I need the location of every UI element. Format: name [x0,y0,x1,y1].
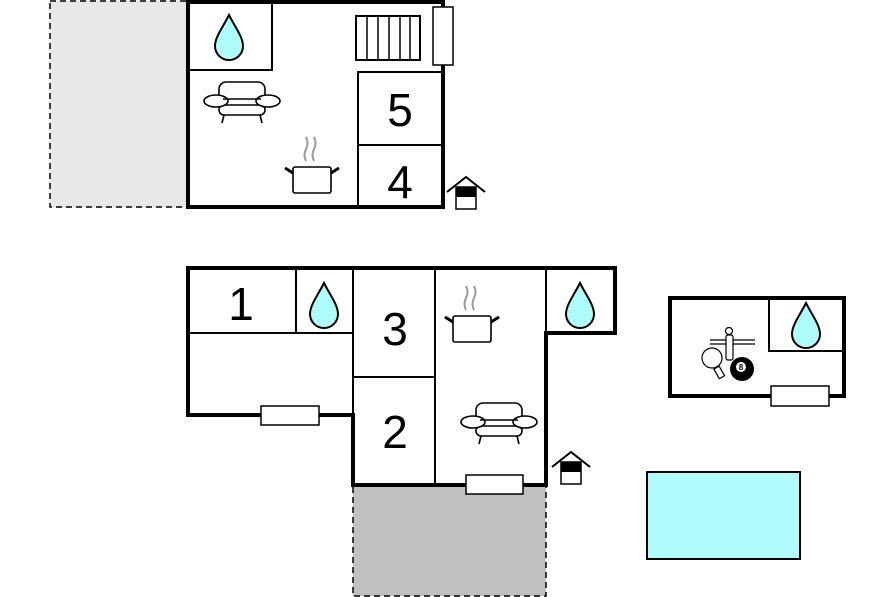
window-icon [465,474,524,495]
entrance-icon [446,176,486,210]
entrance-icon [551,451,591,485]
window-icon [770,385,830,407]
table-football-icon [710,326,755,361]
room-label-5: 5 [387,84,413,136]
swimming-pool [646,471,801,560]
room-label-3: 3 [382,303,408,355]
window-icon [432,6,454,66]
bathroom-top [187,1,273,71]
terrace-bottom [352,484,547,597]
billiard-ball-icon: 8 [730,357,754,381]
svg-text:8: 8 [739,363,744,372]
stairs-icon [355,15,421,61]
room-label-4: 4 [387,156,413,208]
room-label-1: 1 [228,278,254,330]
bathroom-annex [768,297,845,352]
room-4 [357,144,444,208]
room-label-2: 2 [382,406,408,458]
terrace-top [49,0,189,208]
game-room-annex [668,296,846,398]
ping-pong-icon [701,347,726,380]
window-icon [260,405,320,426]
